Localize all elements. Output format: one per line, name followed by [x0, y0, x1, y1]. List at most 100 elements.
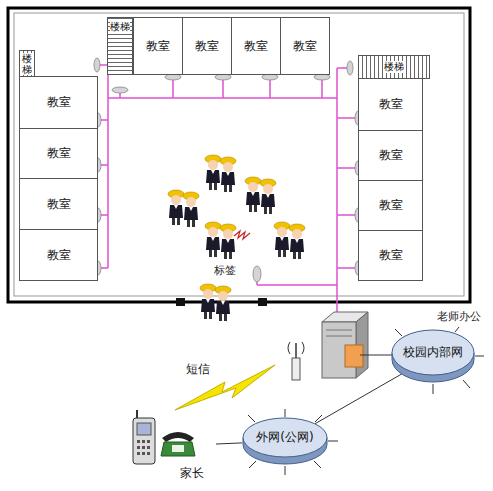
- building-inner-wall: [14, 13, 464, 296]
- mobile-phone: [136, 410, 138, 418]
- desk-telephone: [161, 442, 195, 456]
- desk-telephone: [172, 445, 184, 452]
- mobile-phone: [147, 446, 150, 449]
- server: [345, 345, 363, 367]
- wiring: [101, 214, 108, 216]
- disk-top: [243, 418, 327, 457]
- students: [168, 155, 305, 321]
- antenna: [288, 342, 290, 354]
- students: [205, 222, 236, 259]
- network-spokes: [395, 329, 402, 336]
- node-text: 教室: [379, 248, 403, 262]
- node-text: 楼梯: [110, 21, 130, 33]
- node-text: 教室: [379, 198, 403, 212]
- network-spokes: [314, 461, 321, 468]
- gate-post: [258, 298, 267, 306]
- wiring: [100, 65, 355, 314]
- sms-label: 短信: [186, 362, 210, 376]
- wiring: [269, 79, 271, 98]
- classroom-box: 教室: [358, 180, 423, 231]
- node-text: 教室: [47, 95, 71, 109]
- node-text: 外网(公网): [256, 430, 313, 444]
- wiring: [337, 67, 347, 69]
- tag-reader: [347, 61, 353, 75]
- classroom-box: 教室: [19, 229, 98, 281]
- wiring: [101, 119, 108, 121]
- node-text: 家长: [180, 466, 204, 480]
- wiring: [337, 267, 355, 269]
- mobile-phone: [137, 440, 140, 443]
- antenna: [292, 358, 300, 380]
- network-disk: 外网(公网): [242, 417, 328, 465]
- tag-reader: [253, 266, 261, 282]
- network-spokes: [463, 380, 470, 388]
- students: [168, 190, 199, 227]
- server: [322, 312, 368, 378]
- node-text: 教室: [47, 248, 71, 262]
- wiring: [119, 93, 121, 98]
- node-text: 教室: [47, 197, 71, 211]
- desk-telephone: [161, 432, 195, 456]
- node-text: 教室: [379, 148, 403, 162]
- gate-post: [176, 298, 185, 306]
- node-text: 教室: [379, 97, 403, 111]
- wiring: [101, 164, 108, 166]
- wiring: [337, 117, 355, 119]
- tag-reader: [112, 87, 128, 93]
- node-text: 教室: [146, 39, 170, 53]
- classroom-box: 教室: [19, 128, 98, 179]
- network-spokes: [315, 415, 322, 422]
- wiring: [172, 79, 174, 98]
- students: [200, 284, 231, 321]
- network-spokes: [475, 356, 484, 357]
- mobile-phone: [137, 452, 140, 455]
- classroom-box: 教室: [358, 78, 423, 131]
- students: [205, 155, 236, 192]
- mobile-phone: [137, 446, 140, 449]
- node-text: 教室: [293, 39, 317, 53]
- classroom-box: 教室: [133, 17, 183, 75]
- wiring: [336, 68, 338, 314]
- wiring: [337, 167, 355, 169]
- classroom-box: 教室: [358, 230, 423, 281]
- node-text: 楼梯: [22, 53, 32, 75]
- wiring: [222, 79, 224, 98]
- classroom-box: 教室: [19, 178, 98, 230]
- network-spokes: [249, 461, 256, 468]
- antenna: [302, 342, 304, 354]
- antenna: [295, 343, 297, 358]
- network-link: [315, 374, 402, 424]
- network-spokes: [248, 415, 255, 422]
- network-cable: [360, 355, 392, 356]
- node-text: 楼梯: [384, 61, 404, 73]
- desk-telephone: [162, 432, 194, 442]
- classroom-box: 教室: [182, 17, 232, 75]
- classroom-box: 教室: [280, 17, 330, 75]
- server: [326, 330, 352, 331]
- mobile-phone: [137, 440, 150, 455]
- network-spokes: [433, 384, 434, 394]
- stair-box: 楼梯: [19, 50, 35, 77]
- node-text: 教室: [244, 39, 268, 53]
- node-text: 校园内部网: [403, 345, 463, 359]
- mobile-phone: [142, 446, 145, 449]
- mobile-phone: [137, 423, 151, 435]
- tag-reader: [94, 58, 361, 282]
- wiring: [107, 65, 109, 268]
- mobile-phone: [142, 440, 145, 443]
- wiring: [321, 79, 323, 98]
- classroom-box: 教室: [231, 17, 281, 75]
- tag-reader: [94, 58, 100, 72]
- wiring: [257, 284, 337, 286]
- stair-box: 楼梯: [107, 17, 133, 75]
- mobile-phone: [133, 418, 155, 464]
- mobile-phone: [142, 452, 145, 455]
- server: [326, 336, 352, 337]
- parent-group: 家长: [126, 410, 216, 482]
- network-spokes: [285, 466, 286, 475]
- tag-label: 标签: [214, 264, 236, 277]
- office-label: 老师办公: [437, 310, 481, 323]
- classroom-box: 教室: [358, 130, 423, 181]
- students: [274, 222, 305, 259]
